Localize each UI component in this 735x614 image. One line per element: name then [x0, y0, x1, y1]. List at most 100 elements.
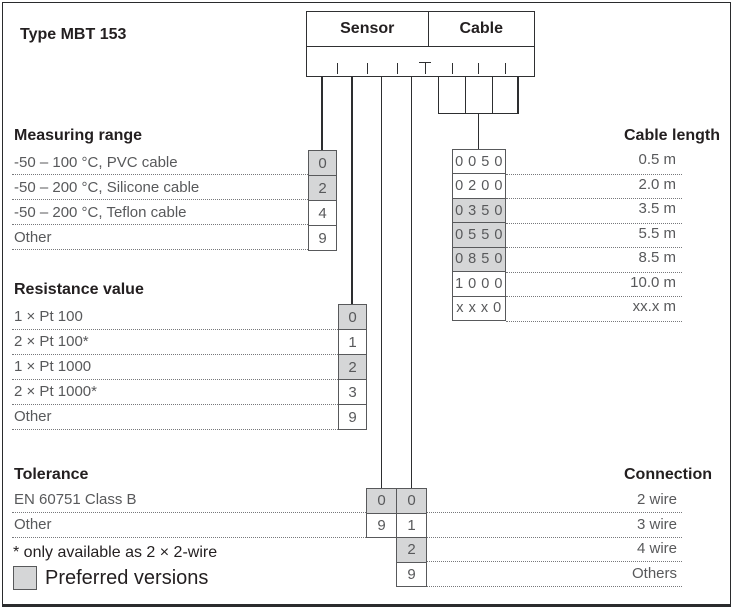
cable-length-title: Cable length [623, 127, 720, 144]
connection-code-column: 0 1 2 9 [396, 488, 427, 587]
cable-length-row-label: 8.5 m [638, 249, 676, 266]
measuring-range-row-label: Other [14, 229, 52, 246]
row-leader [12, 536, 366, 538]
code-digit-bar [307, 47, 534, 74]
code-cell: 2 [397, 537, 426, 562]
code-cell: 0 5 5 0 [453, 222, 505, 247]
cable-length-row-label: xx.x m [632, 298, 676, 315]
code-cell: 0 [309, 151, 336, 175]
cable-length-row-label: 0.5 m [638, 151, 676, 168]
code-cell: 9 [339, 404, 366, 429]
footnote: * only available as 2 × 2-wire [13, 544, 218, 561]
code-cell: 4 [309, 200, 336, 225]
preferred-version-label: Preferred versions [45, 567, 209, 589]
code-cell: 3 [339, 379, 366, 404]
code-cell: 1 [397, 512, 426, 537]
row-leader [12, 199, 308, 200]
code-cell: 1 [339, 329, 366, 354]
row-leader [427, 561, 682, 562]
code-cell: 0 8 5 0 [453, 246, 505, 272]
connector-resistance-value [351, 77, 353, 304]
cable-header: Cable [459, 20, 504, 37]
row-leader [12, 403, 338, 405]
code-cell: 0 2 0 0 [453, 173, 505, 198]
row-leader [506, 222, 682, 224]
resistance-value-row-label: 2 × Pt 100* [14, 333, 89, 350]
preferred-version-swatch [13, 566, 37, 590]
connector-cable-digit-3 [491, 77, 493, 114]
tolerance-row-label: Other [14, 515, 52, 533]
code-cell: 1 0 0 0 [453, 271, 505, 296]
row-leader [12, 328, 338, 330]
connector-cable-digit-2 [464, 77, 466, 114]
digit-tick [396, 63, 398, 74]
row-leader [427, 536, 682, 538]
connection-title: Connection [624, 466, 712, 483]
connector-tolerance [380, 77, 382, 488]
cable-length-row-label: 5.5 m [638, 224, 676, 242]
code-cell: 2 [339, 354, 366, 379]
outer-border [2, 2, 731, 607]
row-leader [506, 296, 682, 297]
code-header-box: Sensor Cable [306, 11, 535, 77]
connector-cable-digit-4 [517, 77, 519, 114]
row-leader [12, 174, 308, 175]
code-header-labels: Sensor Cable [307, 12, 534, 47]
row-leader [12, 378, 338, 380]
row-leader [506, 271, 682, 273]
row-leader [427, 512, 682, 513]
row-leader [506, 198, 682, 199]
digit-tick [477, 63, 479, 74]
tolerance-code-column: 0 9 [366, 488, 397, 538]
cable-length-row-label: 2.0 m [638, 175, 676, 193]
code-cell: 0 [367, 489, 396, 513]
measuring-range-row-label: -50 – 200 °C, Teflon cable [14, 204, 187, 221]
code-cell: 0 [339, 305, 366, 329]
cable-length-row-label: 10.0 m [630, 273, 676, 291]
row-leader [506, 320, 682, 322]
page-title: Type MBT 153 [20, 26, 127, 43]
resistance-value-row-label: 1 × Pt 1000 [14, 358, 92, 375]
digit-tick-dash-cap [419, 61, 431, 63]
code-cell: 9 [309, 225, 336, 250]
digit-tick [504, 63, 506, 74]
digit-tick-dash [424, 63, 426, 74]
code-cell: x x x 0 [453, 295, 505, 320]
digit-tick [336, 63, 338, 74]
resistance-value-row-label: 1 × Pt 100 [14, 308, 83, 325]
sensor-header: Sensor [307, 12, 429, 46]
connector-cable-length [477, 113, 479, 149]
cable-length-row-label: 3.5 m [638, 200, 676, 217]
row-leader [427, 585, 682, 587]
row-leader [12, 224, 308, 225]
resistance-value-code-column: 0 1 2 3 9 [338, 304, 367, 430]
resistance-value-row-label: 2 × Pt 1000* [14, 383, 97, 400]
connector-cable-digit-1 [437, 77, 439, 114]
measuring-range-row-label: -50 – 200 °C, Silicone cable [14, 179, 200, 196]
row-leader [506, 247, 682, 248]
connection-row-label: 2 wire [636, 491, 677, 508]
measuring-range-code-column: 0 2 4 9 [308, 150, 337, 251]
row-leader [12, 249, 308, 250]
connection-row-label: 4 wire [636, 540, 677, 557]
code-cell: 0 [397, 489, 426, 513]
connector-connection [410, 77, 412, 488]
row-leader [12, 428, 338, 430]
tolerance-title: Tolerance [14, 466, 89, 483]
digit-tick [366, 63, 368, 74]
row-leader [506, 173, 682, 175]
resistance-value-row-label: Other [14, 408, 52, 425]
connection-row-label: 3 wire [636, 515, 677, 533]
code-cell: 0 0 5 0 [453, 150, 505, 174]
code-cell: 9 [397, 561, 426, 586]
code-cell: 2 [309, 175, 336, 200]
resistance-value-title: Resistance value [14, 281, 144, 298]
code-cell: 9 [367, 512, 396, 537]
code-cell: 0 3 5 0 [453, 197, 505, 223]
tolerance-row-label: EN 60751 Class B [14, 491, 137, 508]
connection-row-label: Others [631, 564, 677, 582]
row-leader [12, 353, 338, 355]
connector-measuring-range [321, 77, 323, 150]
measuring-range-title: Measuring range [14, 127, 143, 144]
